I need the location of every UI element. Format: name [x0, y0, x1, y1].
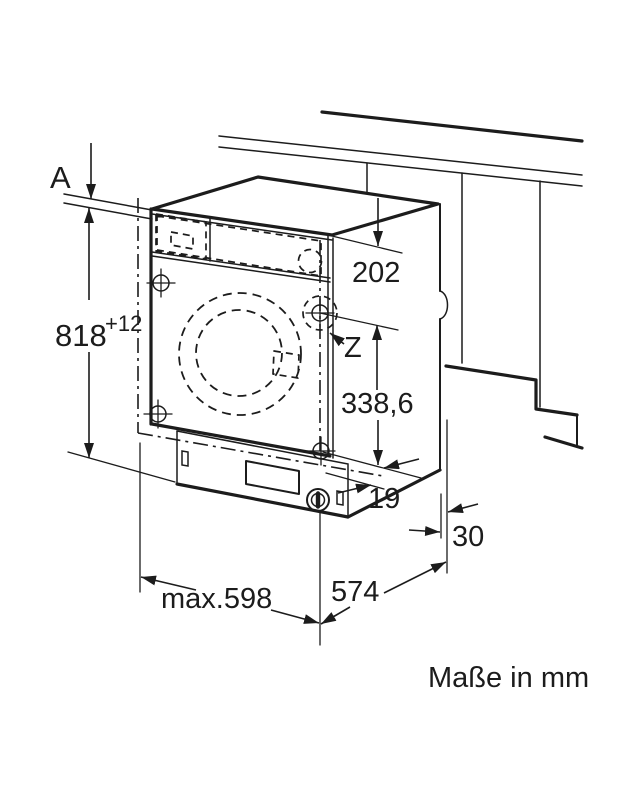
worktop-back-edge [320, 110, 584, 143]
dimension-hinge-offset: 19 [325, 458, 420, 515]
dim-19-arrow-lower [337, 483, 372, 494]
top-service-band [151, 213, 331, 283]
dimension-top-to-hinge: 202 [331, 198, 403, 390]
furniture-door-outline [137, 198, 384, 477]
dimension-depth: 574 [320, 561, 447, 625]
door-bottom-line [137, 432, 384, 477]
machine-top-front-edge-inner [151, 213, 333, 241]
band-small-hidden-box [170, 231, 194, 250]
hose-bulge [439, 290, 449, 320]
washing-machine [137, 175, 449, 519]
dim-574-arrow-left [320, 606, 351, 625]
hinge-bottom-reference-line [322, 451, 422, 479]
dim-label-a: A [50, 160, 71, 195]
band-hidden-outline [156, 215, 322, 277]
plinth-panel [175, 430, 350, 519]
dim-30-arrow-left [408, 526, 441, 537]
dim-598-arrow-right [270, 609, 320, 624]
dimension-niche-width: max.598 [139, 442, 321, 646]
dim-19-arrow-upper [383, 458, 420, 470]
dimension-rear-gap: 30 [408, 419, 484, 574]
mounting-cross-bottom-left [143, 399, 173, 429]
door-bottom-reference-line [325, 472, 385, 490]
floor-reference-line [67, 451, 176, 483]
door-outer-circle [178, 292, 302, 416]
dim-depth: 574 [331, 576, 379, 608]
drum-door [178, 292, 302, 416]
dim-rear-gap: 30 [452, 521, 484, 553]
machine-top-face [150, 175, 440, 237]
mounting-points [143, 268, 338, 466]
units-note: Maße in mm [428, 662, 589, 694]
band-left-hidden-box [155, 213, 207, 260]
side-panel-toe-kick [543, 435, 584, 450]
mounting-cross-top-left [146, 268, 176, 298]
band-hidden-circle [297, 248, 323, 274]
dimension-niche-height: 818 +12 [55, 311, 176, 483]
dimension-hinge-spacing: 338,6 [322, 388, 422, 479]
cabinet-side-panel [366, 162, 584, 450]
dim-574-arrow-right [383, 561, 447, 594]
band-bottom-edge-bottom [151, 255, 331, 283]
machine-front-bottom-edge [150, 422, 332, 458]
z-leader-arrow [329, 332, 345, 347]
door-inner-circle [195, 309, 283, 397]
dimension-a: A [50, 143, 96, 300]
dim-598-arrow-left [140, 575, 197, 591]
dim-30-arrow-right [447, 503, 479, 513]
control-knob [306, 488, 330, 512]
dim-hinge-offset: 19 [368, 483, 400, 515]
door-handle-box [272, 350, 300, 379]
worktop-left-stub-bottom [63, 202, 153, 220]
dim-niche-width: max.598 [161, 583, 272, 615]
z-reference-line [319, 312, 399, 331]
band-bottom-edge-top [151, 251, 331, 279]
display-window [245, 460, 300, 495]
worktop-front-edge-top [218, 135, 583, 176]
dim-top-to-hinge: 202 [352, 257, 400, 289]
plinth-slot [181, 450, 189, 467]
side-panel-bottom-edge [444, 364, 579, 417]
dim-hinge-spacing: 338,6 [341, 388, 414, 420]
top-edge-reference-line [331, 235, 403, 254]
dim-niche-height: 818 [55, 318, 107, 353]
worktop-front-edge-bottom [218, 146, 583, 187]
dim-height-tolerance: +12 [105, 311, 142, 336]
plinth-top-right-edges [176, 430, 349, 518]
worktop [63, 110, 584, 220]
hinge-point-label: Z [344, 332, 362, 364]
machine-bottom-back-edge [346, 468, 442, 519]
z-callout: Z [319, 312, 399, 364]
